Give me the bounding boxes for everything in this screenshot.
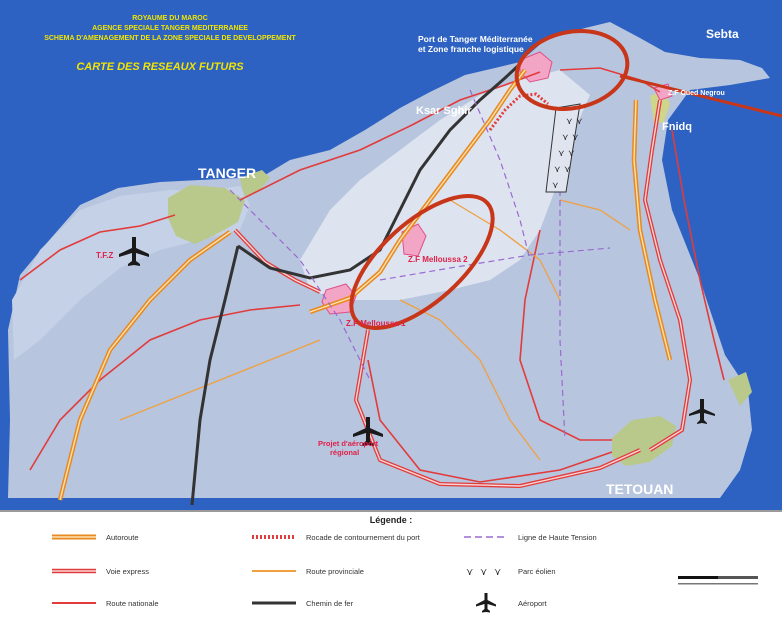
label-ksar-sghir: Ksar Sghir	[416, 105, 472, 117]
svg-text:⋎: ⋎	[572, 133, 579, 143]
highlight-ellipse-port[interactable]	[509, 21, 634, 119]
haute-tension-network	[229, 89, 611, 441]
map-canvas[interactable]: ⋎⋎ ⋎⋎ ⋎⋎ ⋎⋎ ⋎ ROYAUME DU MAROC AGENCE SP…	[0, 0, 782, 510]
legend-item-route-nationale: Route nationale	[50, 596, 159, 610]
header-line1: ROYAUME DU MAROC	[132, 15, 208, 22]
legend-panel: Légende : Autoroute Voie express Route n…	[0, 512, 782, 617]
svg-text:⋎: ⋎	[466, 567, 473, 578]
svg-text:⋎: ⋎	[562, 133, 569, 143]
label-melloussa1: Z.F Melloussa 1	[346, 319, 406, 328]
scale-bar	[678, 576, 758, 585]
legend-item-rocade: Rocade de contournement du port	[250, 530, 420, 544]
legend-label-rocade: Rocade de contournement du port	[306, 532, 420, 542]
autoroute-symbol	[52, 534, 96, 540]
legend-label-route-provinciale: Route provinciale	[306, 566, 364, 576]
airport-icon-tetouan[interactable]	[689, 399, 715, 424]
label-port-line1: Port de Tanger Méditerranée	[418, 34, 533, 44]
parc-eolien-icon: ⋎ ⋎ ⋎	[466, 567, 501, 578]
parc-eolien-band	[545, 103, 581, 193]
legend-item-parc-eolien: ⋎ ⋎ ⋎ Parc éolien	[462, 564, 556, 579]
rocade-route	[488, 92, 549, 131]
map-frame: ⋎⋎ ⋎⋎ ⋎⋎ ⋎⋎ ⋎ ROYAUME DU MAROC AGENCE SP…	[0, 0, 782, 512]
svg-text:⋎: ⋎	[554, 165, 561, 175]
highlight-pointer-line	[619, 74, 782, 118]
parc-eolien-symbols: ⋎⋎ ⋎⋎ ⋎⋎ ⋎⋎ ⋎	[552, 117, 583, 191]
svg-text:⋎: ⋎	[552, 181, 559, 191]
haute-tension-symbol	[464, 536, 508, 538]
legend-label-chemin-de-fer: Chemin de fer	[306, 598, 354, 608]
legend-item-haute-tension: Ligne de Haute Tension	[462, 530, 597, 544]
svg-text:⋎: ⋎	[480, 567, 487, 578]
autoroute-inner	[59, 69, 671, 501]
header-line2: AGENCE SPECIALE TANGER MEDITERRANEE	[92, 25, 248, 32]
label-tfz: T.F.Z	[96, 251, 113, 260]
route-provinciale-symbol	[252, 570, 296, 572]
chemin-de-fer-network	[190, 62, 522, 506]
svg-text:⋎: ⋎	[568, 149, 575, 159]
legend-item-route-provinciale: Route provinciale	[250, 564, 364, 578]
legend-item-voie-express: Voie express	[50, 564, 149, 578]
legend-label-autoroute: Autoroute	[106, 532, 139, 542]
header-line3: SCHEMA D'AMENAGEMENT DE LA ZONE SPECIALE…	[44, 35, 296, 42]
svg-text:⋎: ⋎	[564, 165, 571, 175]
route-nationale-symbol	[52, 602, 96, 604]
legend-item-aeroport: Aéroport	[462, 592, 547, 614]
legend-label-voie-express: Voie express	[106, 566, 149, 576]
east-urban-area	[728, 372, 752, 406]
map-title: CARTE DES RESEAUX FUTURS	[76, 61, 244, 73]
rocade-symbol	[252, 535, 296, 539]
legend-item-chemin-de-fer: Chemin de fer	[250, 596, 353, 610]
legend-label-aeroport: Aéroport	[518, 598, 547, 608]
legend-label-parc-eolien: Parc éolien	[518, 566, 556, 576]
label-melloussa2: Z.F Melloussa 2	[408, 255, 468, 264]
voie-express-symbol	[52, 568, 96, 574]
tanger-urban-area	[168, 185, 245, 244]
highlight-ellipse-melloussa[interactable]	[330, 173, 514, 350]
chemin-de-fer-symbol	[252, 601, 296, 605]
svg-text:⋎: ⋎	[494, 567, 501, 578]
label-sebta: Sebta	[706, 27, 739, 41]
label-fnidq: Fnidq	[662, 121, 692, 133]
legend-title: Légende :	[369, 515, 413, 525]
svg-text:⋎: ⋎	[558, 149, 565, 159]
airport-icon-tfz[interactable]	[119, 237, 149, 266]
svg-text:⋎: ⋎	[566, 117, 573, 127]
legend-item-autoroute: Autoroute	[50, 530, 139, 544]
port-zone	[519, 51, 553, 83]
route-nationale-network	[19, 67, 725, 483]
label-tanger: TANGER	[198, 165, 256, 181]
svg-text:⋎: ⋎	[576, 117, 583, 127]
airport-icon	[476, 593, 496, 613]
label-tetouan: TETOUAN	[606, 481, 673, 497]
airport-icon-projet[interactable]	[353, 417, 383, 446]
label-airport-projet-line1: Projet d'aéroport	[318, 439, 379, 448]
legend-label-haute-tension: Ligne de Haute Tension	[518, 532, 597, 542]
legend-label-route-nationale: Route nationale	[106, 598, 159, 608]
tanger-bay-strip	[240, 170, 270, 196]
route-provinciale-network	[119, 199, 631, 461]
label-airport-projet-line2: régional	[330, 448, 359, 457]
label-port-line2: et Zone franche logistique	[418, 44, 524, 54]
label-oued-negrou: Z.F Oued Negrou	[668, 90, 725, 97]
